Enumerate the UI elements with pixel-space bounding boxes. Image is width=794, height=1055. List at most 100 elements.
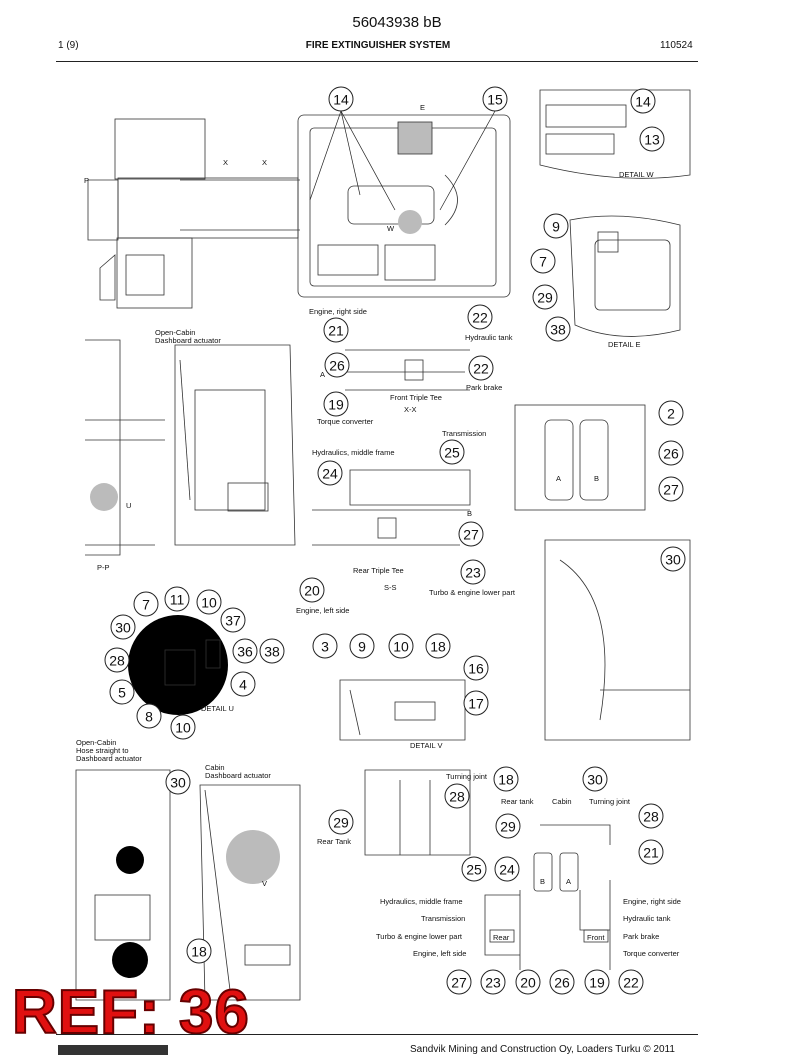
svg-text:38: 38 <box>550 322 566 338</box>
svg-text:30: 30 <box>665 552 681 568</box>
callout-5: 5 <box>109 679 135 705</box>
svg-text:18: 18 <box>430 639 446 655</box>
callout-37: 37 <box>220 607 246 633</box>
callout-30: 30 <box>582 766 608 792</box>
svg-text:7: 7 <box>539 254 547 270</box>
label-a-det: A <box>556 474 561 483</box>
callout-18: 18 <box>425 633 451 659</box>
detail-w-caption: DETAIL W <box>619 170 655 179</box>
company-logo <box>58 1045 168 1055</box>
detail-v-drawing <box>339 679 466 741</box>
schematic-drawing <box>484 824 611 970</box>
label-dashboard-actuator-3: Dashboard actuator <box>205 771 271 780</box>
callout-28: 28 <box>444 783 470 809</box>
callout-19: 19 <box>584 969 610 995</box>
callout-38: 38 <box>545 316 571 342</box>
callout-4: 4 <box>230 671 256 697</box>
machine-top-view <box>87 114 511 309</box>
callout-30: 30 <box>660 546 686 572</box>
label-xx: X-X <box>404 405 417 414</box>
callout-27: 27 <box>446 969 472 995</box>
callout-19: 19 <box>323 391 349 417</box>
callout-27: 27 <box>458 521 484 547</box>
label-hose-straight: Hose straight to <box>76 746 129 755</box>
svg-text:20: 20 <box>520 975 536 991</box>
label-b-det: B <box>594 474 599 483</box>
svg-text:22: 22 <box>623 975 639 991</box>
callout-36: 36 <box>232 638 258 664</box>
sch-label-engine-left: Engine, left side <box>413 949 466 958</box>
detail-e-caption: DETAIL E <box>608 340 641 349</box>
callout-22: 22 <box>467 304 493 330</box>
svg-text:17: 17 <box>468 696 484 712</box>
svg-text:10: 10 <box>201 595 217 611</box>
callout-20: 20 <box>515 969 541 995</box>
callout-27: 27 <box>658 476 684 502</box>
footer-divider <box>56 1034 698 1035</box>
footer-copyright: Sandvik Mining and Construction Oy, Load… <box>410 1044 675 1055</box>
svg-text:21: 21 <box>328 323 344 339</box>
callout-11: 11 <box>164 586 190 612</box>
callout-23: 23 <box>460 559 486 585</box>
ref-stamp: REF: 36 <box>11 978 250 1047</box>
svg-text:3: 3 <box>321 639 329 655</box>
highlight-v <box>226 830 280 884</box>
callout-26: 26 <box>324 352 350 378</box>
svg-text:9: 9 <box>552 219 560 235</box>
callout-10: 10 <box>388 633 414 659</box>
callout-22: 22 <box>468 355 494 381</box>
open-cabin-lower-drawing <box>75 769 171 1001</box>
callout-21: 21 <box>638 839 664 865</box>
callout-16: 16 <box>463 655 489 681</box>
svg-text:30: 30 <box>115 620 131 636</box>
svg-text:27: 27 <box>663 482 679 498</box>
svg-text:30: 30 <box>170 775 186 791</box>
sch-label-park-brake: Park brake <box>623 932 659 941</box>
svg-text:18: 18 <box>498 772 514 788</box>
svg-text:22: 22 <box>473 361 489 377</box>
svg-text:19: 19 <box>328 397 344 413</box>
callout-7: 7 <box>133 591 159 617</box>
extinguisher-tanks-drawing <box>514 404 646 511</box>
callout-26: 26 <box>549 969 575 995</box>
callout-29: 29 <box>495 813 521 839</box>
label-e-top: E <box>420 103 425 112</box>
callout-2: 2 <box>658 400 684 426</box>
sch-label-turbo: Turbo & engine lower part <box>376 932 463 941</box>
page-indicator: 1 (9) <box>58 40 79 51</box>
callout-22: 22 <box>618 969 644 995</box>
callout-25: 25 <box>461 856 487 882</box>
label-hyd-middle: Hydraulics, middle frame <box>312 448 395 457</box>
svg-text:25: 25 <box>444 445 460 461</box>
callout-26: 26 <box>658 440 684 466</box>
callout-13: 13 <box>639 126 665 152</box>
svg-text:14: 14 <box>635 94 651 110</box>
label-b-ss: B <box>467 509 472 518</box>
svg-text:16: 16 <box>468 661 484 677</box>
svg-text:11: 11 <box>170 592 185 608</box>
sch-label-front: Front <box>587 933 605 942</box>
svg-text:37: 37 <box>225 613 241 629</box>
svg-text:27: 27 <box>451 975 467 991</box>
sch-label-hyd-tank: Hydraulic tank <box>623 914 671 923</box>
svg-text:14: 14 <box>333 92 349 108</box>
highlight-w <box>398 210 422 234</box>
callout-38: 38 <box>259 638 285 664</box>
sch-label-rear: Rear <box>493 933 510 942</box>
label-engine-left: Engine, left side <box>296 606 349 615</box>
sch-label-a: A <box>566 877 571 886</box>
svg-text:13: 13 <box>644 132 660 148</box>
label-engine-right: Engine, right side <box>309 307 367 316</box>
svg-text:26: 26 <box>329 358 345 374</box>
page-title: FIRE EXTINGUISHER SYSTEM <box>305 40 451 51</box>
sch-label-engine-right: Engine, right side <box>623 897 681 906</box>
label-x-left: X <box>223 158 228 167</box>
callout-29: 29 <box>532 284 558 310</box>
sch-label-torque: Torque converter <box>623 949 680 958</box>
callout-18: 18 <box>186 938 212 964</box>
svg-text:9: 9 <box>358 639 366 655</box>
svg-text:28: 28 <box>449 789 465 805</box>
label-rear-triple-tee: Rear Triple Tee <box>353 566 404 575</box>
svg-text:18: 18 <box>191 944 207 960</box>
detail-u-caption: DETAIL U <box>201 704 234 713</box>
